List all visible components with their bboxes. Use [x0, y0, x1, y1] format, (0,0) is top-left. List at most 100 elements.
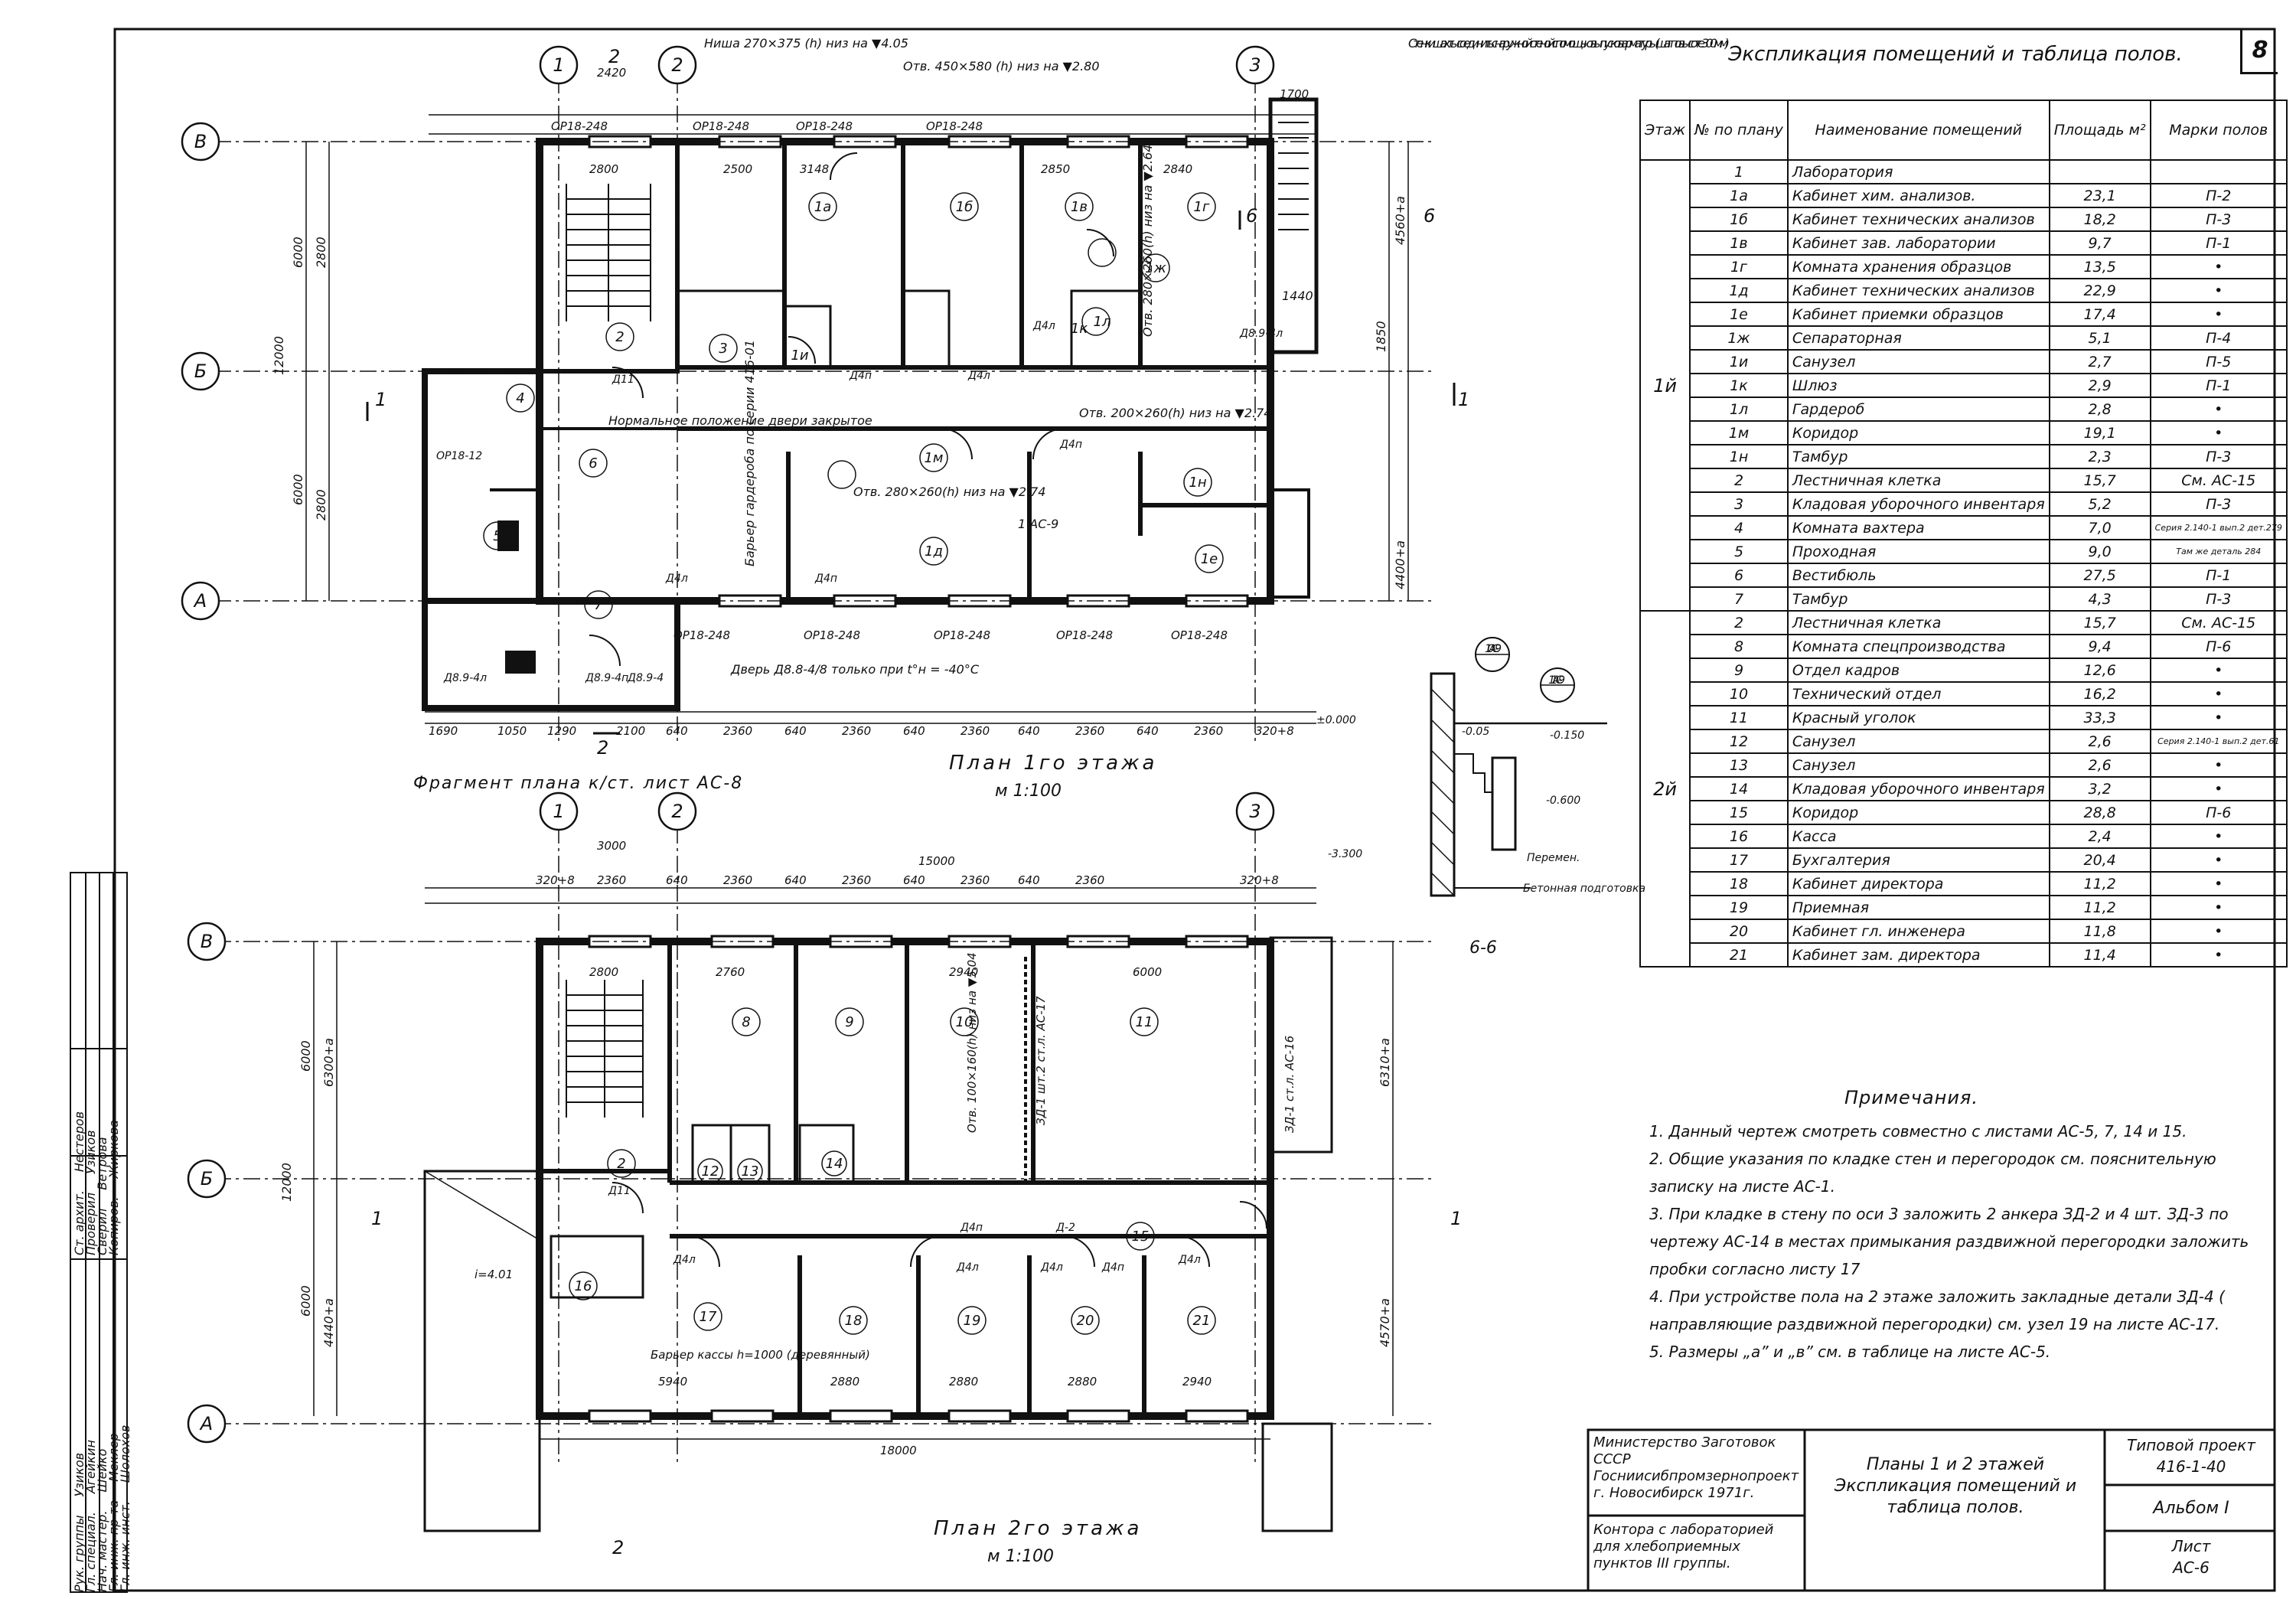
p2-ldim: 12000: [279, 1163, 294, 1202]
floor-mark-cell: •: [2149, 396, 2288, 422]
p1-bdim: 640: [903, 724, 925, 738]
door-mark: Д4л: [1040, 1261, 1063, 1274]
room-area-cell: 2,4: [2048, 824, 2151, 849]
p2-dim: 640: [903, 873, 925, 887]
floor-2-cell: 2й: [1639, 610, 1691, 968]
plan-1-scale: м 1:100: [995, 782, 1062, 801]
level-000: ±0.000: [1316, 714, 1356, 726]
p2-rdim: 2940: [1182, 1375, 1212, 1389]
room-label: 11: [1136, 1014, 1153, 1030]
room-number-cell: 17: [1689, 847, 1789, 873]
p2-dim: 3000: [597, 839, 626, 853]
room-area-cell: 5,2: [2048, 491, 2151, 517]
door-mark: Д4л: [665, 573, 688, 585]
door-mark: Д4п: [960, 1222, 983, 1234]
signature-frame: [70, 872, 128, 1593]
level-005: -0.05: [1462, 726, 1489, 738]
room-number-cell: 1л: [1689, 396, 1789, 422]
room-area-cell: 33,3: [2048, 705, 2151, 730]
p1-dim: 2420: [597, 66, 626, 80]
p1-ldim: 6000: [291, 474, 305, 505]
door-mark: Д4л: [1032, 320, 1055, 332]
p1-rdim: 4400+а: [1393, 540, 1407, 589]
door-mark: Д8.9-4л: [443, 672, 487, 684]
title-block-sheet-code: АС-6: [2173, 1558, 2210, 1577]
col-area: Площадь м²: [2048, 100, 2151, 161]
room-number-cell: 5: [1689, 539, 1789, 564]
floor-mark-cell: •: [2149, 942, 2288, 968]
room-name-cell: Кабинет технических анализов: [1786, 278, 2050, 303]
floor-mark-cell: •: [2149, 847, 2288, 873]
p1-dim: 2850: [1041, 162, 1070, 176]
p1-lintel: ОР18-248: [926, 119, 983, 133]
p2-axis-b: Б: [201, 1168, 213, 1189]
p1-bdim: 2360: [723, 724, 752, 738]
floor-mark-cell: •: [2149, 752, 2288, 778]
signature-row: Копиров.Жиркова: [106, 1120, 121, 1255]
room-label: 1к: [1071, 321, 1088, 337]
room-area-cell: 7,0: [2048, 515, 2151, 540]
p2-rdim: 2800: [589, 965, 618, 979]
callout-10: 10 АС-9: [1485, 643, 1502, 655]
room-label: 1ж: [1145, 260, 1166, 276]
room-name-cell: Кабинет зав. лаборатории: [1786, 230, 2050, 256]
section-6-6-labels: 10 АС-9 11 АС-9 ±0.000 -0.05 -0.150 -0.6…: [1316, 643, 1645, 958]
room-name-cell: Технический отдел: [1786, 681, 2050, 706]
door-mark: Д4л: [673, 1254, 696, 1266]
plan-1-notes: Ниша 270×375 (h) низ на ▼4.05 Отв. 450×5…: [608, 36, 1730, 677]
room-number-cell: 1и: [1689, 349, 1789, 374]
door-mark: Д4л: [1178, 1254, 1201, 1266]
room-area-cell: 9,0: [2048, 539, 2151, 564]
p1-lintel: ОР18-248: [551, 119, 608, 133]
room-label: 1г: [1194, 199, 1210, 215]
section-1-mark: 1: [371, 1208, 383, 1229]
section-2-mark: 2: [612, 1537, 624, 1558]
p2-rdim: 6310+а: [1378, 1038, 1392, 1087]
plan-2-section-labels: 1 1 2: [371, 1208, 1462, 1558]
floor-mark-cell: См. АС-15: [2149, 610, 2288, 635]
plan-2-axis-bubbles: [187, 791, 1275, 1444]
room-name-cell: Проходная: [1786, 539, 2050, 564]
floor-mark-cell: П-3: [2149, 586, 2288, 612]
p1-rdim: 4560+а: [1393, 196, 1407, 245]
p1-bdim: 1690: [429, 724, 458, 738]
p2-note-opening: Отв. 100×160(h) низ на ▼5.04: [965, 952, 979, 1133]
room-label: 15: [1132, 1229, 1150, 1245]
p1-note-niche: Ниша 270×375 (h) низ на ▼4.05: [704, 36, 908, 51]
room-area-cell: 20,4: [2048, 847, 2151, 873]
room-number-cell: 14: [1689, 776, 1789, 801]
note-2: 2. Общие указания по кладке стен и перег…: [1649, 1150, 2216, 1196]
section-6-6: [1430, 637, 1607, 897]
room-number-cell: 9: [1689, 658, 1789, 683]
signature-name: Шолохов: [118, 1424, 132, 1483]
room-area-cell: 15,7: [2048, 468, 2151, 493]
plan-1-title: План 1го этажа: [949, 752, 1157, 775]
door-mark: Д4л: [967, 370, 990, 382]
room-label: 16: [575, 1278, 592, 1294]
room-label: 1н: [1189, 475, 1206, 491]
section-6-mark: 6: [1246, 205, 1257, 227]
p1-lintel: ОР18-248: [673, 628, 730, 642]
floor-mark-cell: П-1: [2149, 230, 2288, 256]
col-no: № по плану: [1689, 100, 1789, 161]
title-block-object: Контора с лабораторией для хлебоприемных…: [1593, 1522, 1774, 1571]
plan-2-scale: м 1:100: [987, 1547, 1054, 1566]
floor-mark-cell: П-3: [2149, 207, 2288, 232]
room-name-cell: Кабинет приемки образцов: [1786, 302, 2050, 327]
room-area-cell: 16,2: [2048, 681, 2151, 706]
